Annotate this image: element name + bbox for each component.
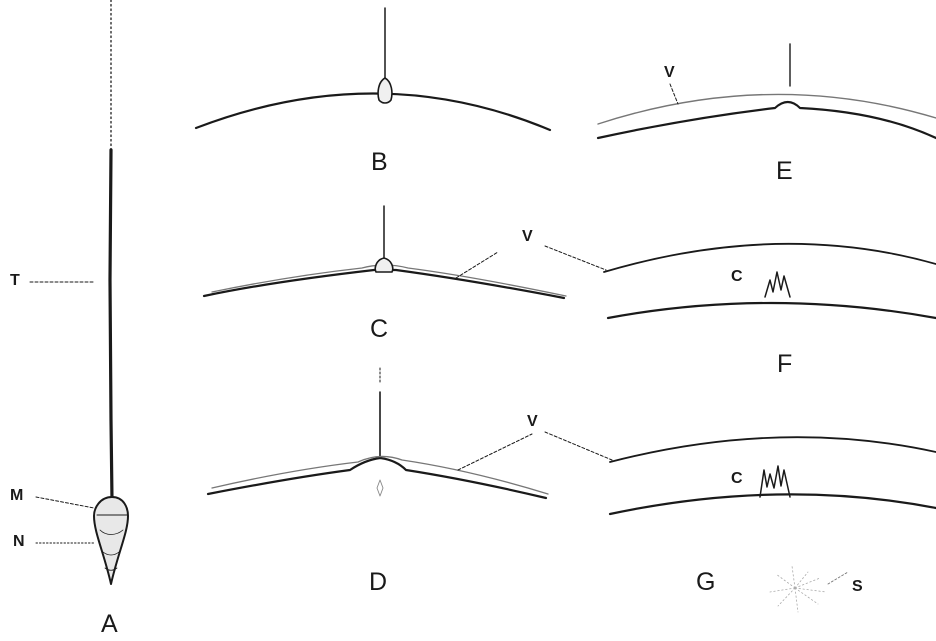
vitelline-membrane-f: [603, 242, 936, 273]
panel-label-a: A: [101, 610, 118, 638]
sperm-head: [93, 496, 129, 585]
egg-surface-g: [608, 493, 936, 516]
stage-b: [194, 7, 552, 132]
sperm-head-d: [376, 479, 384, 497]
panel-label-g: G: [696, 568, 716, 596]
v-pointer-f: [544, 245, 607, 271]
sperm-head-c: [374, 257, 394, 273]
stage-g: [544, 431, 936, 613]
vitelline-membrane-g: [609, 436, 936, 463]
v-pointer-c: [455, 251, 499, 279]
panel-label-d: D: [369, 568, 388, 596]
stage-c: [202, 205, 567, 300]
spermatozoon-a: [29, 0, 129, 585]
vitelline-membrane-e: [597, 93, 936, 125]
egg-surface-e: [596, 100, 936, 140]
panel-label-c: C: [370, 315, 389, 343]
label-tail: T: [10, 272, 20, 289]
label-middle-piece: M: [10, 487, 24, 504]
panel-label-f: F: [777, 350, 793, 378]
stage-f: [544, 242, 936, 320]
sperm-head-b: [377, 77, 393, 104]
sperm-tail: [108, 148, 114, 502]
label-vitelline-membrane-c: V: [522, 228, 533, 245]
v-pointer-d: [457, 433, 533, 471]
panel-label-e: E: [776, 157, 793, 185]
middle-piece-pointer: [35, 496, 95, 509]
s-pointer: [827, 571, 849, 585]
egg-surface-b: [194, 92, 552, 132]
egg-surface-c: [202, 268, 566, 300]
egg-surface-d: [206, 456, 548, 500]
label-cone-g: C: [731, 470, 743, 487]
label-nucleus: N: [13, 533, 25, 550]
v-pointer-e: [669, 83, 679, 105]
fertilization-cone-f: [764, 271, 791, 298]
label-vitelline-membrane-d: V: [527, 413, 538, 430]
v-pointer-g: [544, 431, 613, 461]
vitelline-membrane-d: [211, 455, 549, 495]
panel-label-b: B: [371, 148, 388, 176]
label-vitelline-membrane-e: V: [664, 64, 675, 81]
fertilization-cone-g: [759, 465, 791, 498]
stage-e: [596, 43, 936, 140]
stage-d: [206, 367, 549, 500]
sperm-aster: [769, 565, 827, 613]
label-cone-f: C: [731, 268, 743, 285]
label-sperm-aster: S: [852, 578, 863, 595]
egg-surface-f: [606, 301, 936, 320]
